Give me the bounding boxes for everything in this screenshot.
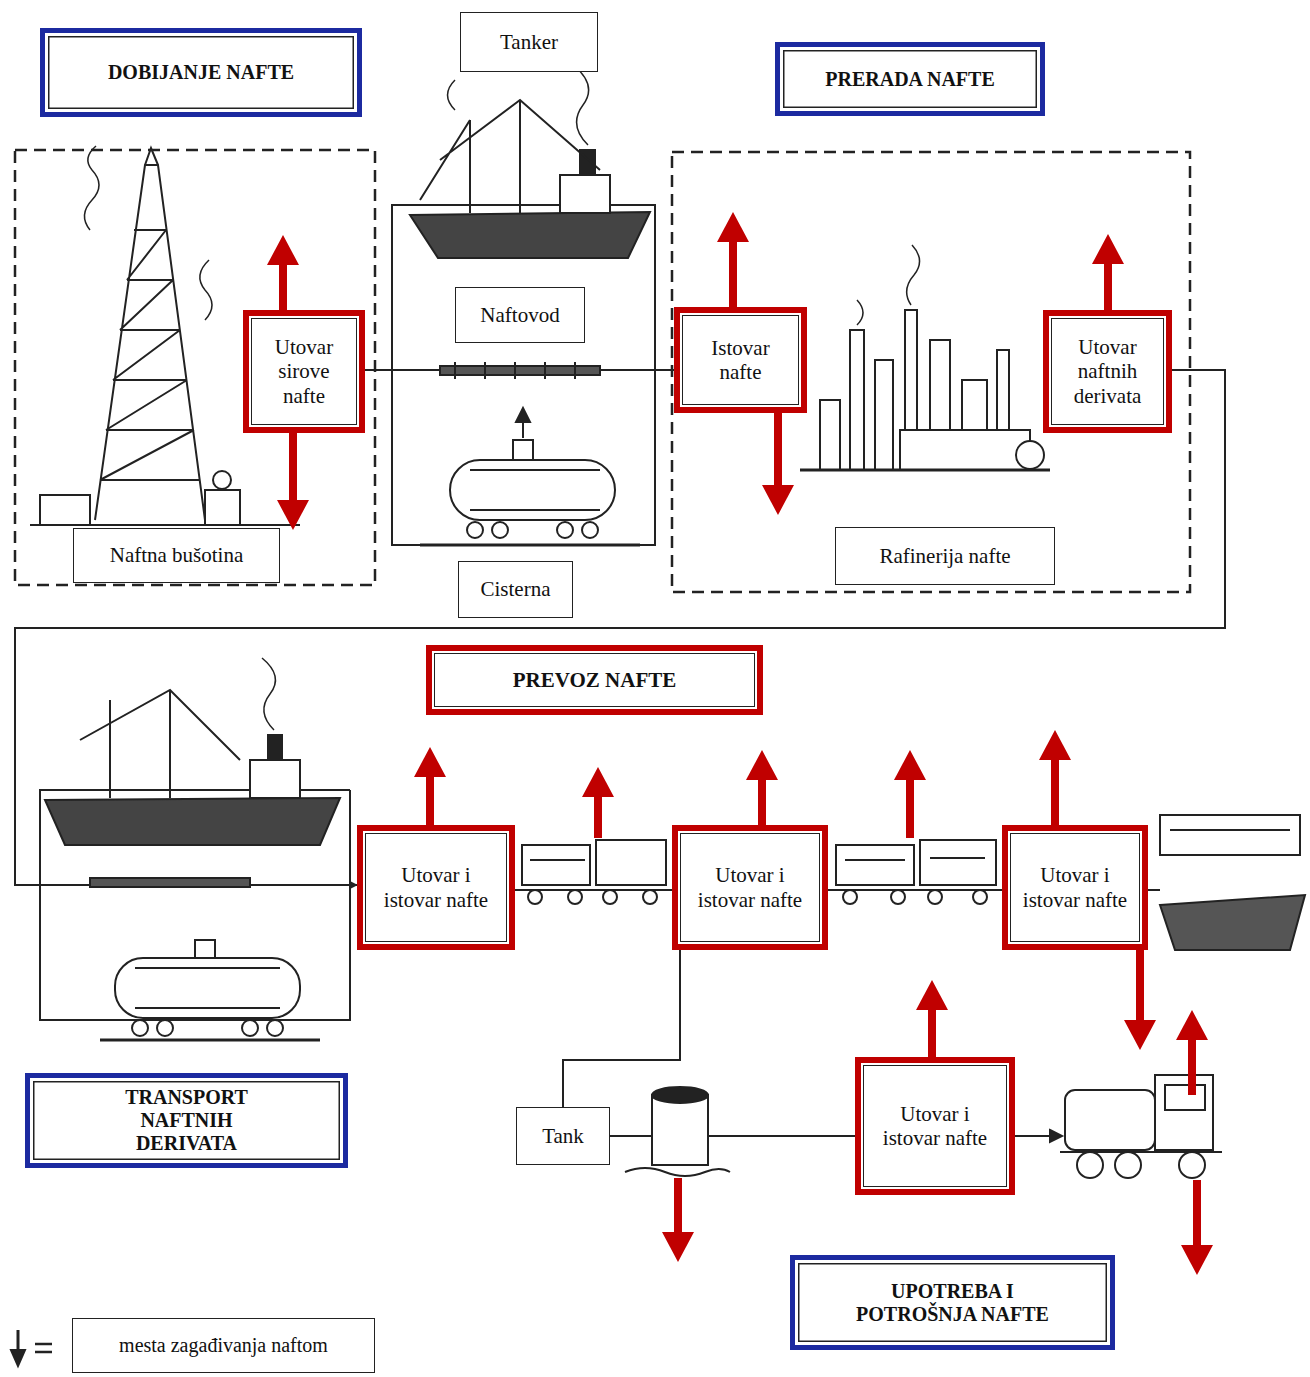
box-text: PREVOZ NAFTE bbox=[513, 668, 677, 692]
stage-heading: DOBIJANJE NAFTE bbox=[40, 28, 362, 117]
box-text: TRANSPORT NAFTNIH DERIVATA bbox=[89, 1086, 284, 1155]
pollution-point-box: PREVOZ NAFTE bbox=[426, 645, 763, 715]
label-box: Cisterna bbox=[458, 561, 573, 618]
flow-line bbox=[15, 370, 1225, 885]
stage-heading: UPOTREBA I POTROŠNJA NAFTE bbox=[790, 1255, 1115, 1350]
pollution-point-box: Utovar sirove nafte bbox=[243, 310, 365, 433]
pollution-point-box: Utovar naftnih derivata bbox=[1043, 310, 1172, 433]
pollution-point-box: Istovar nafte bbox=[674, 307, 807, 413]
legend-item: mesta zagađivanja naftom bbox=[72, 1318, 375, 1373]
pollution-point-box: Utovar i istovar nafte bbox=[855, 1057, 1015, 1195]
box-text: UPOTREBA I POTROŠNJA NAFTE bbox=[853, 1280, 1053, 1326]
label-box: Tank bbox=[516, 1107, 610, 1165]
box-text: Istovar nafte bbox=[691, 336, 791, 384]
label-box: Rafinerija nafte bbox=[835, 527, 1055, 585]
box-text: PRERADA NAFTE bbox=[825, 68, 994, 91]
box-text: Naftna bušotina bbox=[110, 543, 244, 567]
label-box: Tanker bbox=[460, 12, 598, 72]
box-text: Utovar naftnih derivata bbox=[1057, 335, 1158, 407]
box-text: Utovar i istovar nafte bbox=[1020, 863, 1130, 911]
pollution-point-box: Utovar i istovar nafte bbox=[357, 825, 515, 950]
stage-heading: TRANSPORT NAFTNIH DERIVATA bbox=[25, 1073, 348, 1168]
box-text: Rafinerija nafte bbox=[879, 544, 1010, 568]
box-text: Utovar i istovar nafte bbox=[880, 1102, 990, 1150]
box-text: Cisterna bbox=[481, 577, 551, 601]
flow-line bbox=[610, 1135, 855, 1137]
box-text: Utovar i istovar nafte bbox=[381, 863, 491, 911]
box-text: Tanker bbox=[500, 30, 558, 54]
label-box: Naftna bušotina bbox=[73, 528, 280, 583]
box-text: Tank bbox=[542, 1124, 584, 1148]
box-text: Utovar sirove nafte bbox=[257, 335, 351, 407]
flow-line bbox=[563, 950, 680, 1107]
box-text: Naftovod bbox=[480, 303, 559, 327]
label-box: Naftovod bbox=[455, 287, 585, 343]
pollution-point-box: Utovar i istovar nafte bbox=[672, 825, 828, 950]
box-text: DOBIJANJE NAFTE bbox=[108, 61, 294, 84]
box-text: Utovar i istovar nafte bbox=[695, 863, 805, 911]
pollution-point-box: Utovar i istovar nafte bbox=[1002, 825, 1148, 950]
legend-text: mesta zagađivanja naftom bbox=[119, 1334, 328, 1357]
stage-heading: PRERADA NAFTE bbox=[775, 42, 1045, 116]
